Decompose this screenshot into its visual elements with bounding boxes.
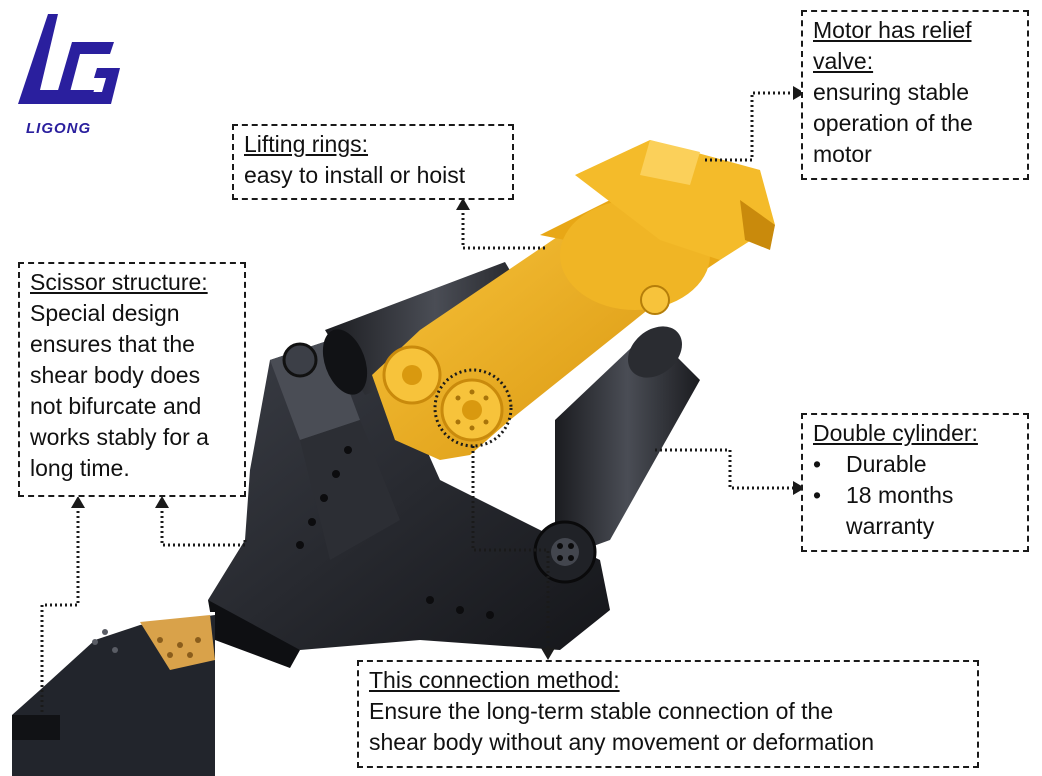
callout-motor-line: ensuring stable [813, 79, 969, 105]
callout-connection-heading: This connection method: [369, 667, 620, 693]
leader-cylinder [655, 448, 795, 490]
callout-motor-line: operation of the [813, 110, 973, 136]
callout-motor-heading: Motor has relief valve: [813, 17, 972, 74]
leader-lines [40, 91, 795, 712]
leader-arrowheads [71, 86, 805, 660]
pin-highlight [433, 368, 513, 448]
list-item-text: 18 months warranty [846, 482, 954, 539]
callout-lifting: Lifting rings: easy to install or hoist [232, 124, 514, 200]
arrow-connection [541, 648, 555, 660]
bullet-icon: • [813, 451, 822, 477]
callout-motor: Motor has relief valve: ensuring stable … [801, 10, 1029, 180]
arrow-cylinder [793, 481, 805, 495]
callout-lifting-heading: Lifting rings: [244, 131, 369, 157]
inset-photo [12, 612, 215, 776]
bullet-icon: • [813, 482, 822, 508]
list-item: • 18 months warranty [813, 480, 1017, 542]
callout-scissor: Scissor structure: Special design ensure… [18, 262, 246, 497]
callout-connection: This connection method: Ensure the long-… [357, 660, 979, 768]
ligong-logo-icon [18, 14, 120, 104]
leader-scissor-main [160, 506, 247, 547]
callout-scissor-line: long time. [30, 455, 130, 481]
yellow-arm [372, 140, 775, 460]
list-item: • Durable [813, 449, 1017, 480]
arrow-lifting [456, 198, 470, 210]
callout-scissor-line: Special design [30, 300, 180, 326]
callout-scissor-line: works stably for a [30, 424, 209, 450]
leader-lifting [461, 208, 545, 250]
list-item-text: Durable [846, 451, 927, 477]
callout-motor-line: motor [813, 141, 872, 167]
callout-cylinder-list: • Durable • 18 months warranty [813, 449, 1017, 542]
arrow-scissor-inset [71, 496, 85, 508]
arrow-motor [793, 86, 805, 100]
leader-scissor-inset [40, 506, 80, 712]
leader-motor [705, 91, 795, 162]
callout-cylinder-heading: Double cylinder: [813, 420, 978, 446]
callout-scissor-line: not bifurcate and [30, 393, 202, 419]
leader-connection [471, 446, 550, 650]
callout-scissor-line: shear body does [30, 362, 201, 388]
lower-cylinder [533, 326, 700, 584]
callout-cylinder: Double cylinder: • Durable • 18 months war… [801, 413, 1029, 552]
callout-lifting-line: easy to install or hoist [244, 162, 466, 188]
arrow-scissor-main [155, 496, 169, 508]
callout-connection-line: shear body without any movement or defor… [369, 729, 874, 755]
brand-name: LIGONG [26, 120, 92, 137]
callout-connection-line: Ensure the long-term stable connection o… [369, 698, 834, 724]
callout-scissor-heading: Scissor structure: [30, 269, 208, 295]
callout-scissor-line: ensures that the [30, 331, 195, 357]
